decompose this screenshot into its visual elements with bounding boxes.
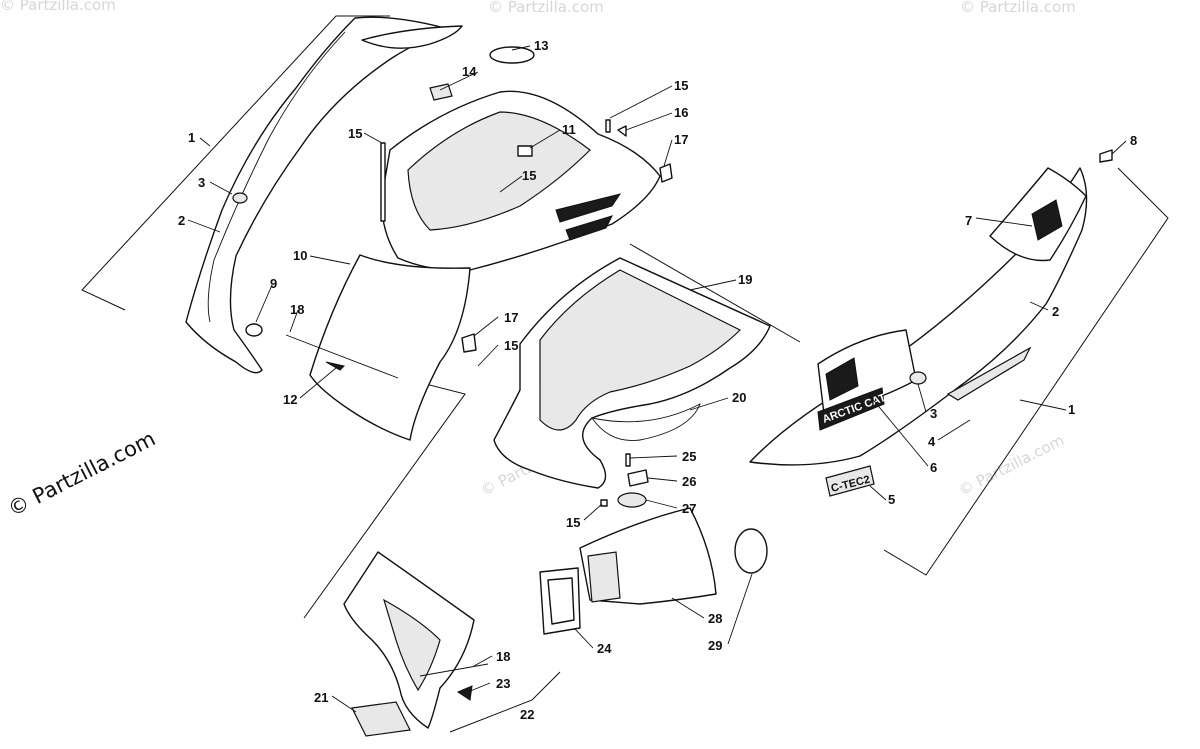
callout-20: 20	[732, 390, 746, 405]
callout-7: 7	[965, 213, 972, 228]
callout-3-right: 3	[930, 406, 937, 421]
callout-29: 29	[708, 638, 722, 653]
hood-vent-1	[555, 193, 622, 223]
watermark: © Partzilla.com	[960, 0, 1076, 16]
callout-15-c: 15	[674, 78, 688, 93]
hood-assembly	[285, 46, 673, 441]
callout-14: 14	[462, 64, 477, 79]
watermark: © Partzilla.com	[956, 431, 1067, 500]
seal-24-inner	[547, 577, 575, 625]
left-side-panel-bracket	[81, 15, 390, 311]
screw-15-a	[380, 142, 386, 222]
screw-25	[625, 453, 631, 467]
watermark: © Partzilla.com	[0, 0, 116, 14]
callout-1-right: 1	[1068, 402, 1075, 417]
callout-23: 23	[496, 676, 510, 691]
callout-15-a: 15	[348, 126, 362, 141]
callout-2-right: 2	[1052, 304, 1059, 319]
bracket-26	[627, 469, 649, 487]
callout-27: 27	[682, 501, 696, 516]
callout-17-mid: 17	[504, 310, 518, 325]
callout-9: 9	[270, 276, 277, 291]
callout-12: 12	[283, 392, 297, 407]
grille-bracket	[449, 671, 561, 733]
clamp-29	[734, 528, 768, 574]
intake-assembly	[539, 453, 768, 635]
airbox-inner	[539, 269, 742, 431]
callout-24: 24	[597, 641, 612, 656]
callout-2-left: 2	[178, 213, 185, 228]
decal-arctic-cat	[817, 387, 885, 431]
decal-5	[825, 465, 875, 497]
callout-6: 6	[930, 460, 937, 475]
grille-opening	[383, 598, 441, 692]
callout-28: 28	[708, 611, 722, 626]
callout-17-top: 17	[674, 132, 688, 147]
callout-1-left: 1	[188, 130, 195, 145]
callout-21: 21	[314, 690, 328, 705]
intake-duct-mouth	[587, 551, 621, 603]
nose-grille	[343, 551, 489, 737]
left-side-panel-tip	[361, 25, 463, 49]
nut-16	[617, 125, 627, 137]
airbox-gasket-20	[591, 403, 701, 441]
callout-15-d: 15	[504, 338, 518, 353]
callout-22: 22	[520, 707, 534, 722]
right-side-panel: ARCTIC CAT C-TEC2	[749, 149, 1113, 497]
bracket-17-mid	[461, 333, 477, 353]
clip-23	[456, 685, 473, 701]
grommet-9	[245, 323, 263, 337]
bracket-21	[351, 701, 411, 737]
rod-18-bottom	[419, 663, 489, 677]
leader-lines	[187, 45, 1127, 713]
clip-11	[517, 145, 533, 157]
clip-12	[325, 361, 345, 371]
airbox-bracket	[629, 243, 801, 343]
hood-lower-10	[309, 254, 471, 441]
callout-8: 8	[1130, 133, 1137, 148]
right-side-panel-bracket	[883, 167, 1169, 576]
screw-8	[1099, 149, 1113, 163]
hood-inner	[407, 111, 591, 231]
screw-15-e	[600, 499, 608, 507]
callout-3-left: 3	[198, 175, 205, 190]
callout-25: 25	[682, 449, 696, 464]
callout-13: 13	[534, 38, 548, 53]
left-side-panel	[185, 16, 463, 374]
screw-15-b	[605, 119, 611, 133]
callout-15-b: 15	[522, 168, 536, 183]
pad-14	[429, 83, 453, 101]
cap-13	[489, 46, 535, 64]
callout-10: 10	[293, 248, 307, 263]
decal-6-logo	[825, 357, 859, 401]
decal-4	[946, 346, 1032, 401]
left-side-panel-edge	[207, 31, 346, 323]
callout-11: 11	[562, 122, 576, 137]
grommet-27	[617, 492, 647, 508]
right-retainer-3	[909, 371, 927, 385]
left-retainer-3	[232, 192, 248, 204]
decal-7	[1031, 199, 1063, 241]
watermark: © Partzilla.com	[488, 0, 604, 16]
rod-18-left	[285, 334, 399, 379]
group-brackets	[81, 15, 1169, 733]
callout-15-e: 15	[566, 515, 580, 530]
callout-26: 26	[682, 474, 696, 489]
callout-16: 16	[674, 105, 688, 120]
bracket-17-top	[659, 163, 673, 183]
callouts: 1 3 2 9 18 12 10 14 13 15 11 15 15 16 17…	[178, 38, 1137, 722]
callout-4: 4	[928, 434, 936, 449]
callout-19: 19	[738, 272, 752, 287]
callout-18-bottom: 18	[496, 649, 510, 664]
hood-vent-2	[565, 215, 613, 241]
airbox	[493, 257, 771, 489]
callout-18-top: 18	[290, 302, 304, 317]
callout-5: 5	[888, 492, 895, 507]
